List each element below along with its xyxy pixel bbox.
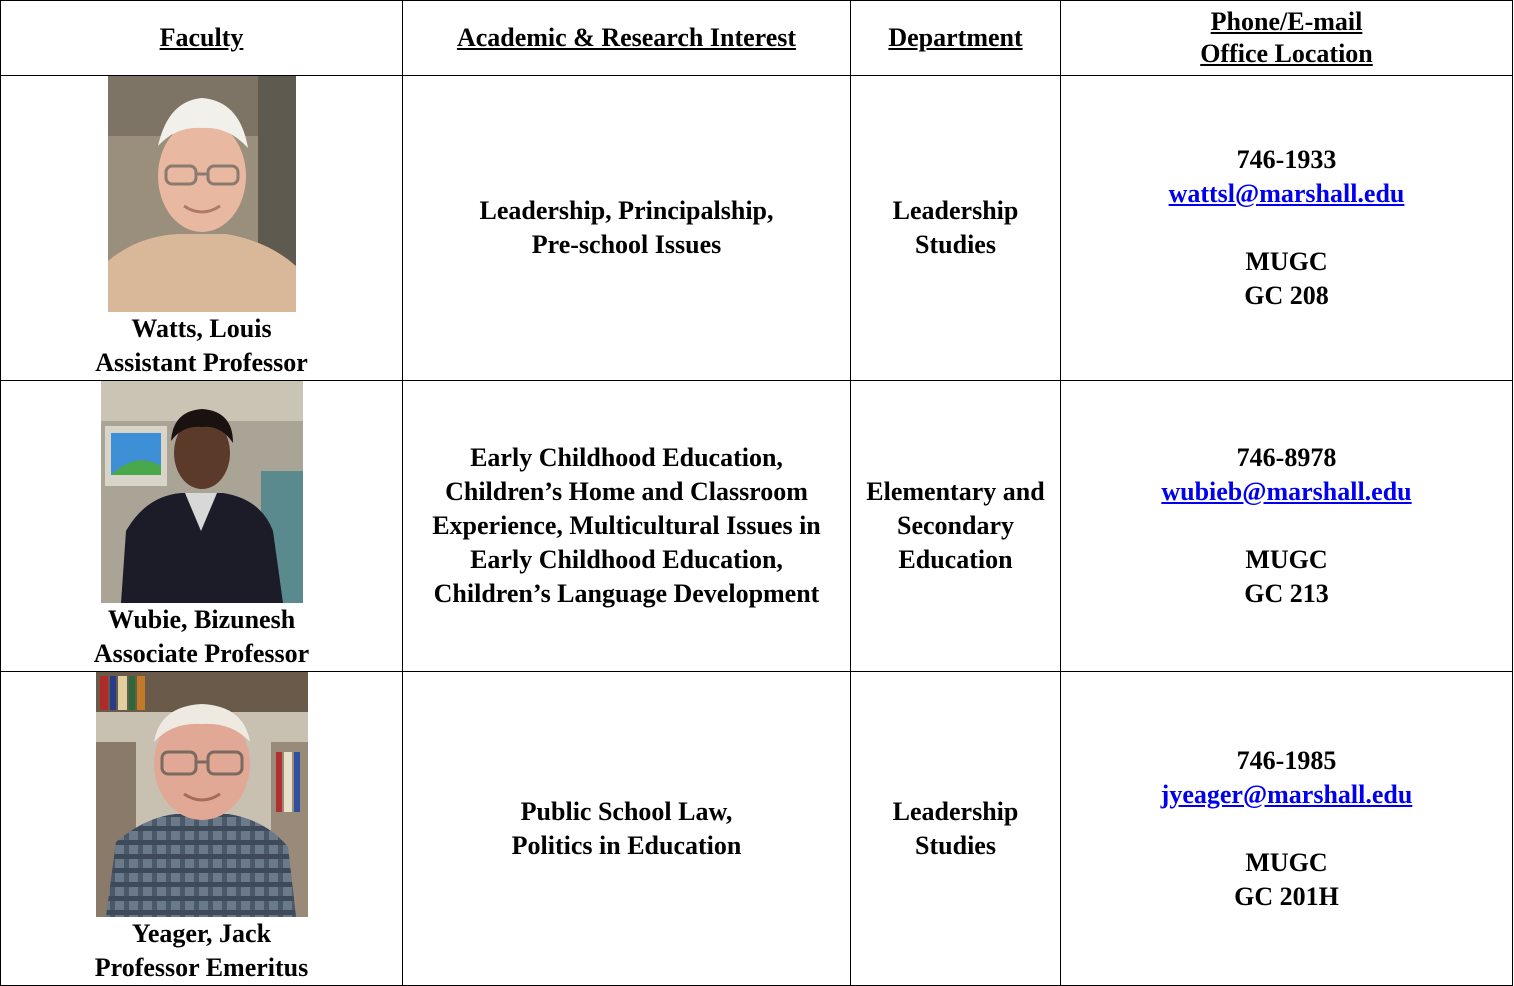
contact-cell: 746-1933 wattsl@marshall.edu MUGC GC 208 bbox=[1060, 75, 1513, 381]
email-link[interactable]: jyeager@marshall.edu bbox=[1160, 779, 1413, 809]
phone-number: 746-1985 bbox=[1236, 745, 1337, 775]
office-room: GC 201H bbox=[1234, 881, 1339, 911]
faculty-name: Wubie, Bizunesh bbox=[107, 605, 296, 634]
office-room: GC 208 bbox=[1244, 281, 1329, 310]
faculty-title: Professor Emeritus bbox=[94, 953, 309, 982]
interest-cell: Leadership, Principalship, Pre-school Is… bbox=[402, 75, 851, 381]
faculty-photo-watts bbox=[107, 76, 296, 312]
department-cell: Leadership Studies bbox=[850, 75, 1061, 381]
phone-number: 746-8978 bbox=[1236, 443, 1337, 472]
email-link[interactable]: wubieb@marshall.edu bbox=[1161, 477, 1412, 506]
office-building: MUGC bbox=[1245, 247, 1328, 276]
faculty-title: Assistant Professor bbox=[95, 348, 308, 377]
table-row: Watts, Louis Assistant Professor Leaders… bbox=[0, 75, 1513, 381]
faculty-photo-wubie bbox=[100, 381, 303, 603]
office-building: MUGC bbox=[1245, 545, 1328, 574]
phone-number: 746-1933 bbox=[1236, 145, 1337, 174]
table-header-row: Faculty Academic & Research Interest Dep… bbox=[0, 0, 1513, 76]
interest-cell: Early Childhood Education, Children’s Ho… bbox=[402, 380, 851, 672]
faculty-name: Watts, Louis bbox=[131, 314, 272, 343]
office-room: GC 213 bbox=[1244, 579, 1329, 608]
faculty-cell: Watts, Louis Assistant Professor bbox=[0, 75, 403, 381]
faculty-cell: Wubie, Bizunesh Associate Professor bbox=[0, 380, 403, 672]
office-building: MUGC bbox=[1245, 847, 1328, 877]
faculty-photo-yeager bbox=[95, 672, 308, 917]
contact-cell: 746-1985 jyeager@marshall.edu MUGC GC 20… bbox=[1060, 671, 1513, 986]
table-row: Yeager, Jack Professor Emeritus Public S… bbox=[0, 671, 1513, 986]
email-link[interactable]: wattsl@marshall.edu bbox=[1168, 179, 1405, 208]
faculty-name: Yeager, Jack bbox=[131, 919, 272, 948]
header-faculty: Faculty bbox=[0, 0, 403, 76]
contact-cell: 746-8978 wubieb@marshall.edu MUGC GC 213 bbox=[1060, 380, 1513, 672]
faculty-cell: Yeager, Jack Professor Emeritus bbox=[0, 671, 403, 986]
table-row: Wubie, Bizunesh Associate Professor Earl… bbox=[0, 380, 1513, 672]
interest-cell: Public School Law, Politics in Education bbox=[402, 671, 851, 986]
faculty-title: Associate Professor bbox=[93, 639, 310, 668]
department-cell: Elementary and Secondary Education bbox=[850, 380, 1061, 672]
header-interest: Academic & Research Interest bbox=[402, 0, 851, 76]
header-contact: Phone/E-mail Office Location bbox=[1060, 0, 1513, 76]
header-department: Department bbox=[850, 0, 1061, 76]
department-cell: Leadership Studies bbox=[850, 671, 1061, 986]
